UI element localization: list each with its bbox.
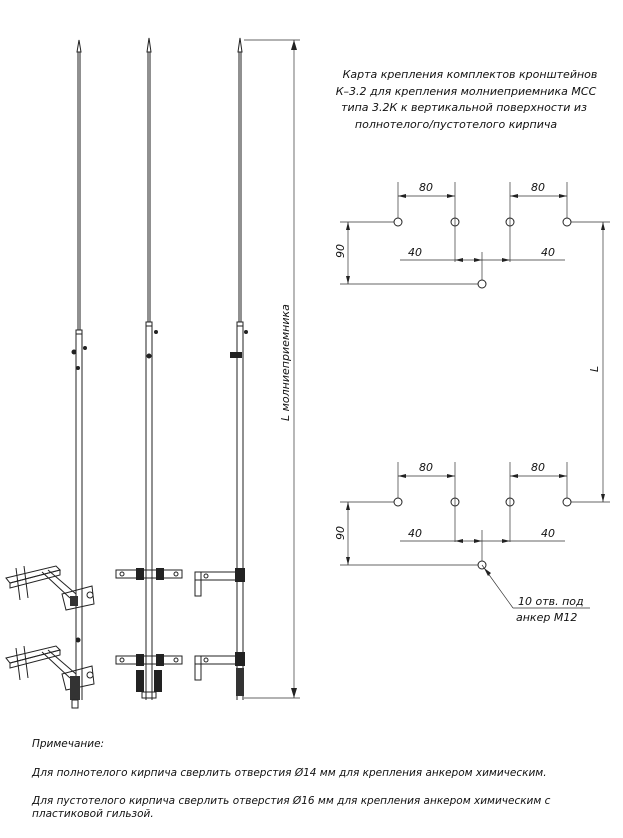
upper-bracket-isometric xyxy=(5,565,95,611)
dim-80-upper-right: 80 xyxy=(531,181,545,194)
hole xyxy=(562,217,572,227)
note-line-2b: пластиковой гильзой. xyxy=(32,808,154,820)
hole xyxy=(393,497,403,507)
title-line-4: полнотелого/пустотелого кирпича xyxy=(355,118,557,131)
lightning-rod-front-view xyxy=(115,37,183,700)
upper-clamp-front xyxy=(115,568,183,580)
title-line-3: типа 3.2К к вертикальной поверхности из xyxy=(341,101,587,114)
dim-40-lower-right: 40 xyxy=(541,527,555,540)
lightning-rod-isometric-view xyxy=(5,39,95,709)
hole-callout-line-2: анкер М12 xyxy=(516,611,577,624)
hole xyxy=(393,217,403,227)
dim-L-between: L xyxy=(588,366,601,372)
upper-bracket-side xyxy=(194,568,245,597)
note-line-2a: Для пустотелого кирпича сверлить отверст… xyxy=(32,795,551,807)
bracket-spacing-dimension: L xyxy=(571,221,610,503)
drawing-title: Карта крепления комплектов кронштейнов К… xyxy=(336,68,598,131)
lower-bracket-isometric xyxy=(5,645,95,709)
dim-40-lower-left: 40 xyxy=(408,527,422,540)
dim-40-upper-right: 40 xyxy=(541,246,555,259)
note-line-1: Для полнотелого кирпича сверлить отверст… xyxy=(32,767,547,779)
title-line-1: Карта крепления комплектов кронштейнов xyxy=(343,68,598,81)
dim-80-lower-left: 80 xyxy=(419,461,433,474)
notes-heading: Примечание: xyxy=(32,738,105,750)
title-line-2: К–3.2 для крепления молниеприемника МСС xyxy=(336,85,597,98)
dim-40-upper-left: 40 xyxy=(408,246,422,259)
hole xyxy=(477,279,487,289)
rod-length-label: L молниеприемника xyxy=(279,304,292,421)
dim-80-upper-left: 80 xyxy=(419,181,433,194)
upper-hole-layout: 80 80 40 40 90 xyxy=(334,181,572,289)
dim-80-lower-right: 80 xyxy=(531,461,545,474)
hole xyxy=(562,497,572,507)
dim-90-upper: 90 xyxy=(334,244,347,258)
lower-hole-layout: 80 80 40 40 90 10 отв. под анкер М12 xyxy=(334,461,590,624)
hole-callout-line-1: 10 отв. под xyxy=(518,595,584,608)
rod-length-dimension: L молниеприемника xyxy=(244,39,300,699)
lower-clamp-front xyxy=(115,654,183,699)
lightning-rod-side-view xyxy=(194,37,248,700)
dim-90-lower: 90 xyxy=(334,526,347,540)
lower-bracket-side xyxy=(194,652,245,696)
